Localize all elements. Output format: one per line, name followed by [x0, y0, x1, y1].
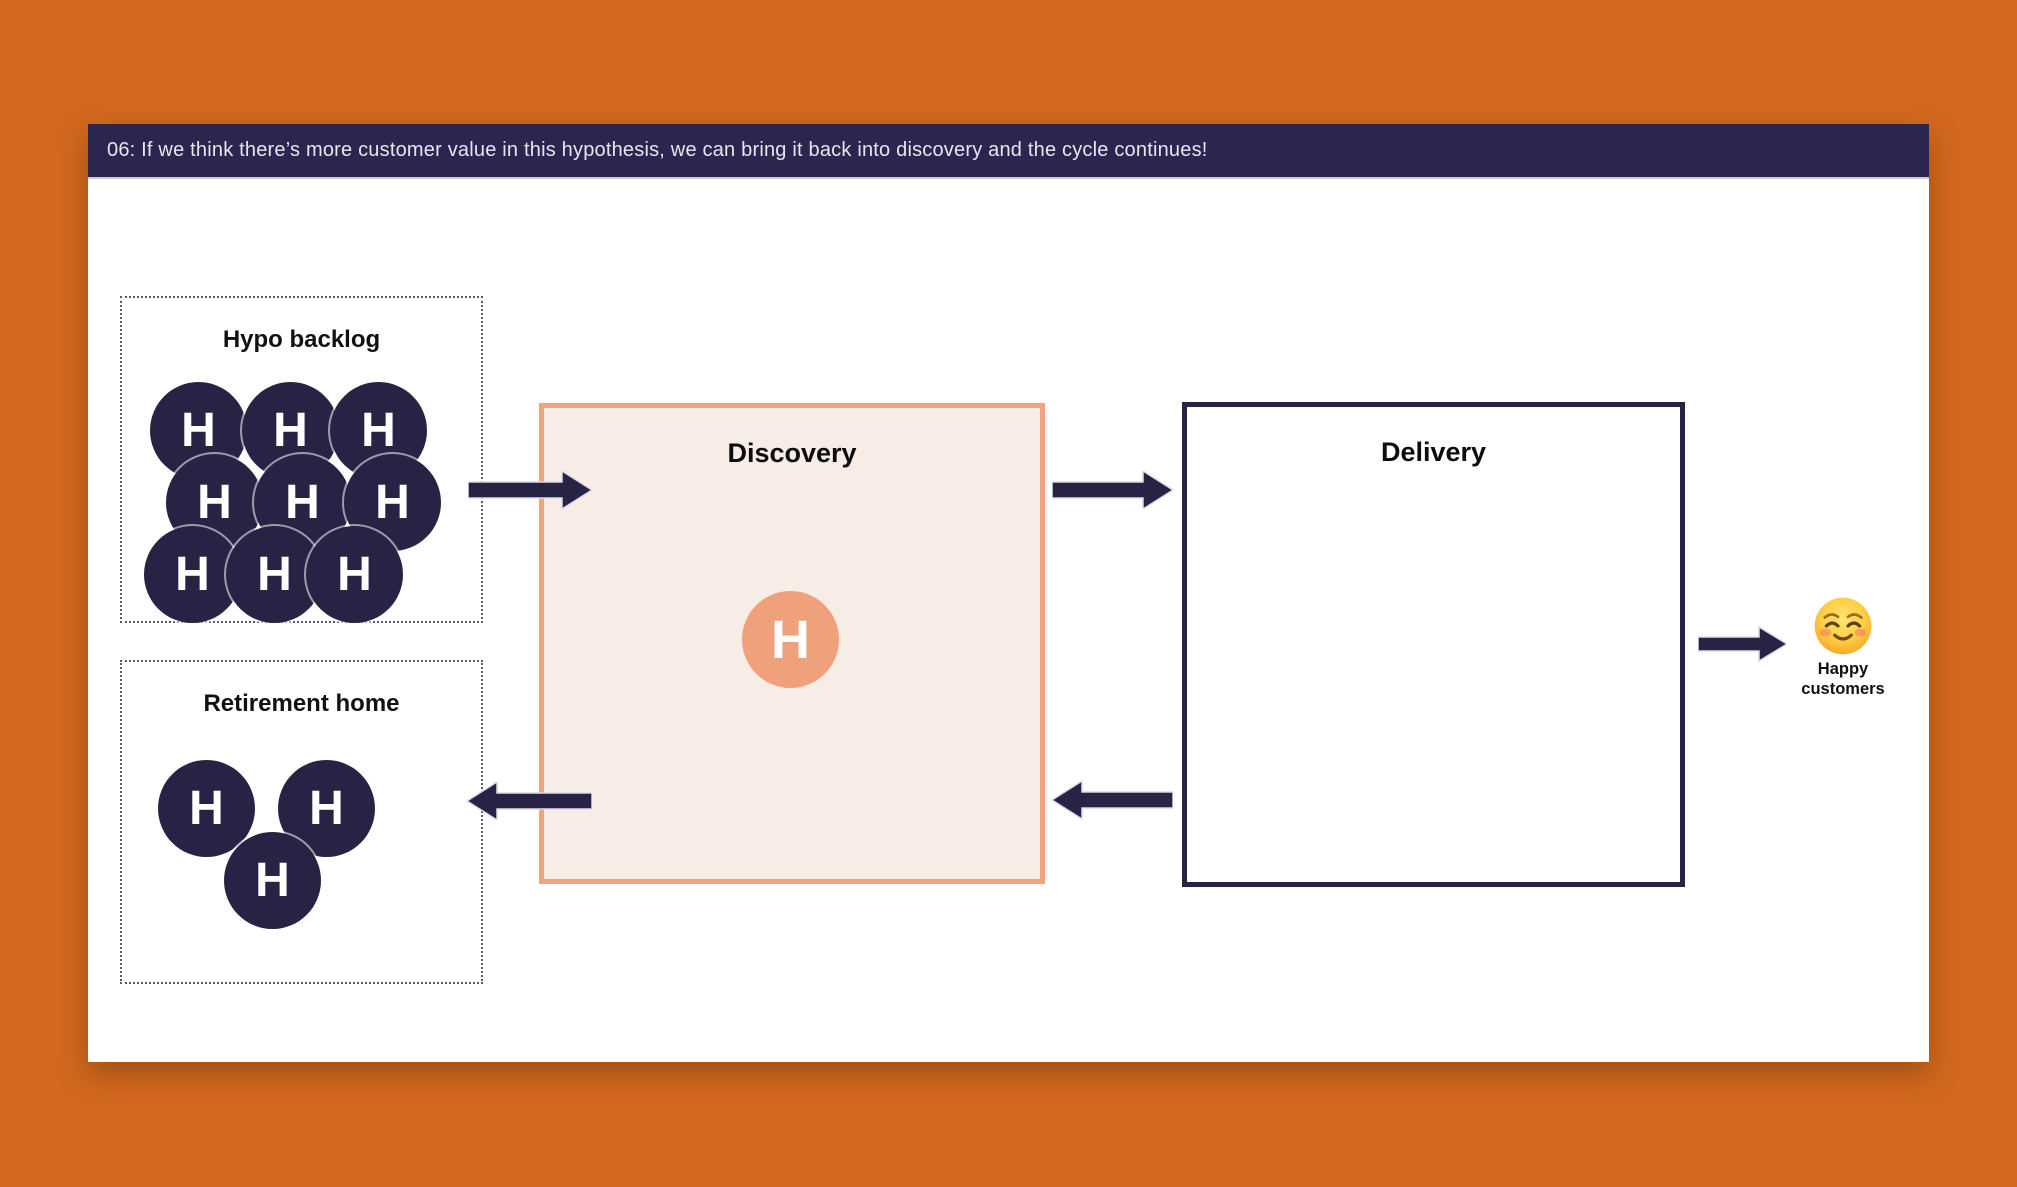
- caption-banner: 06: If we think there’s more customer va…: [88, 124, 1929, 177]
- hypothesis-icon: H: [144, 526, 241, 623]
- hypothesis-icon: H: [306, 526, 403, 623]
- arrow-right-icon: [1052, 471, 1173, 509]
- discovery-title: Discovery: [727, 438, 857, 468]
- delivery-title: Delivery: [1380, 437, 1487, 467]
- delivery-box: Delivery: [1182, 402, 1685, 887]
- happy-customers-line1: Happy: [1817, 660, 1869, 678]
- arrow-right-icon: [1698, 625, 1787, 663]
- retirement-home-box: Retirement home H H H: [120, 660, 483, 984]
- hypo-backlog-title: Hypo backlog: [222, 326, 381, 353]
- retirement-home-title: Retirement home: [203, 690, 400, 717]
- hypothesis-icon: H: [224, 832, 321, 929]
- hypothesis-icon: H: [278, 760, 375, 857]
- happy-customers-label: Happy customers: [1763, 659, 1923, 699]
- hypothesis-icon: H: [158, 760, 255, 857]
- arrow-left-icon: [1052, 781, 1173, 819]
- caption-text: 06: If we think there’s more customer va…: [107, 139, 1208, 161]
- arrow-left-icon: [467, 782, 592, 820]
- hypo-backlog-box: Hypo backlog H H H H H H H H H: [120, 296, 483, 623]
- happy-customers-line2: customers: [1801, 680, 1885, 698]
- hypothesis-in-discovery-icon: H: [742, 591, 839, 688]
- arrow-right-icon: [468, 471, 592, 509]
- relieved-smiling-face-emoji: [1814, 597, 1872, 655]
